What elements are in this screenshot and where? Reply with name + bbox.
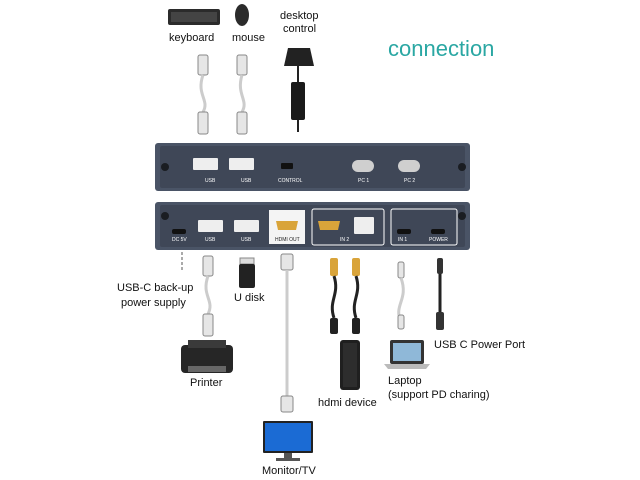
printer-label: Printer xyxy=(190,377,223,389)
front-port-pc1: PC 1 xyxy=(358,178,369,184)
front-panel xyxy=(155,143,470,191)
u-disk-label: U disk xyxy=(234,292,265,304)
front-port-usb-2: USB xyxy=(241,178,252,184)
hdmi-device-cables xyxy=(330,258,360,334)
diagram-title: connection xyxy=(388,36,495,61)
printer-icon xyxy=(181,340,233,373)
hdmi-out-cable xyxy=(280,253,294,413)
monitor-label: Monitor/TV xyxy=(262,465,316,477)
rear-port-usb-2: USB xyxy=(241,237,252,243)
keyboard-usb-cable xyxy=(197,54,209,135)
keyboard-icon xyxy=(168,9,220,25)
rear-panel xyxy=(155,202,470,250)
rear-port-in1: IN 1 xyxy=(398,237,407,243)
usbc-backup-label-line1: USB-C back-up xyxy=(117,282,194,294)
laptop-usbc-cable xyxy=(397,261,405,330)
laptop-label-line1: Laptop xyxy=(388,375,422,387)
hdmi-device-icon xyxy=(340,340,360,390)
front-port-usb-1: USB xyxy=(205,178,216,184)
mouse-label: mouse xyxy=(232,32,266,44)
keyboard-label: keyboard xyxy=(169,32,215,44)
rear-port-power: POWER xyxy=(429,237,448,243)
mouse-icon xyxy=(235,4,249,26)
monitor-icon xyxy=(263,421,313,461)
desktop-control-label-line2: control xyxy=(283,23,317,35)
usbc-power-cable xyxy=(436,258,444,330)
usbc-power-label: USB C Power Port xyxy=(434,339,526,351)
rear-port-usb-1: USB xyxy=(205,237,216,243)
desktop-control-label-line1: desktop xyxy=(280,10,319,22)
rear-port-hdmi-out: HDMI OUT xyxy=(275,237,300,243)
printer-usb-cable xyxy=(202,255,214,337)
u-disk-icon xyxy=(239,257,255,288)
usbc-backup-label-line2: power supply xyxy=(121,297,186,309)
front-port-pc2: PC 2 xyxy=(404,178,415,184)
laptop-label-line2: (support PD charing) xyxy=(388,389,490,401)
rear-port-in2: IN 2 xyxy=(340,237,349,243)
laptop-icon xyxy=(384,340,430,369)
desktop-control-icon xyxy=(284,48,314,132)
hdmi-device-label: hdmi device xyxy=(318,397,377,409)
rear-port-dc5v: DC 5V xyxy=(172,237,187,243)
front-port-control: CONTROL xyxy=(278,178,303,184)
mouse-usb-cable xyxy=(236,54,248,135)
